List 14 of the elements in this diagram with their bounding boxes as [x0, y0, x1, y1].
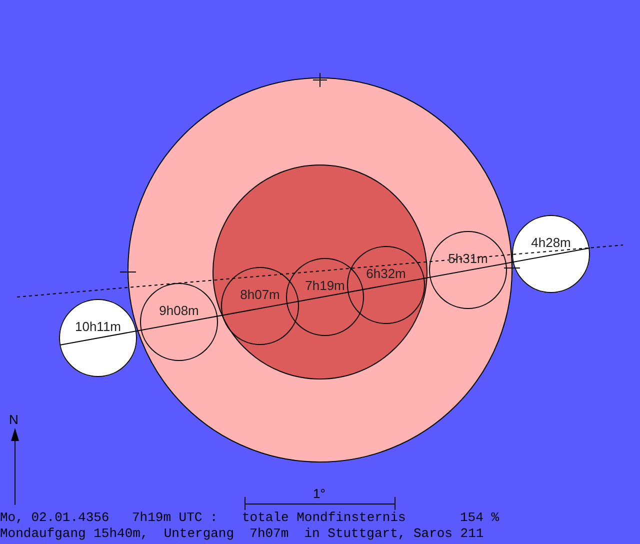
north-label: N	[9, 413, 18, 426]
info-text: Mondaufgang 15h40m, Untergang 7h07m in Stuttgart, Saros 211	[0, 527, 484, 540]
scale-label: 1°	[313, 487, 326, 500]
time-label: 8h07m	[240, 288, 280, 301]
time-label: 6h32m	[366, 267, 406, 280]
info-text: totale Mondfinsternis	[242, 511, 406, 524]
time-label: 7h19m	[305, 279, 345, 292]
info-text: 154 %	[460, 511, 500, 524]
info-text: Mo, 02.01.4356	[0, 511, 110, 524]
info-text: 7h19m UTC :	[132, 511, 218, 524]
time-label: 10h11m	[74, 320, 121, 333]
time-label: 4h28m	[531, 236, 571, 249]
time-label: 5h31m	[448, 252, 488, 265]
time-label: 9h08m	[159, 304, 199, 317]
